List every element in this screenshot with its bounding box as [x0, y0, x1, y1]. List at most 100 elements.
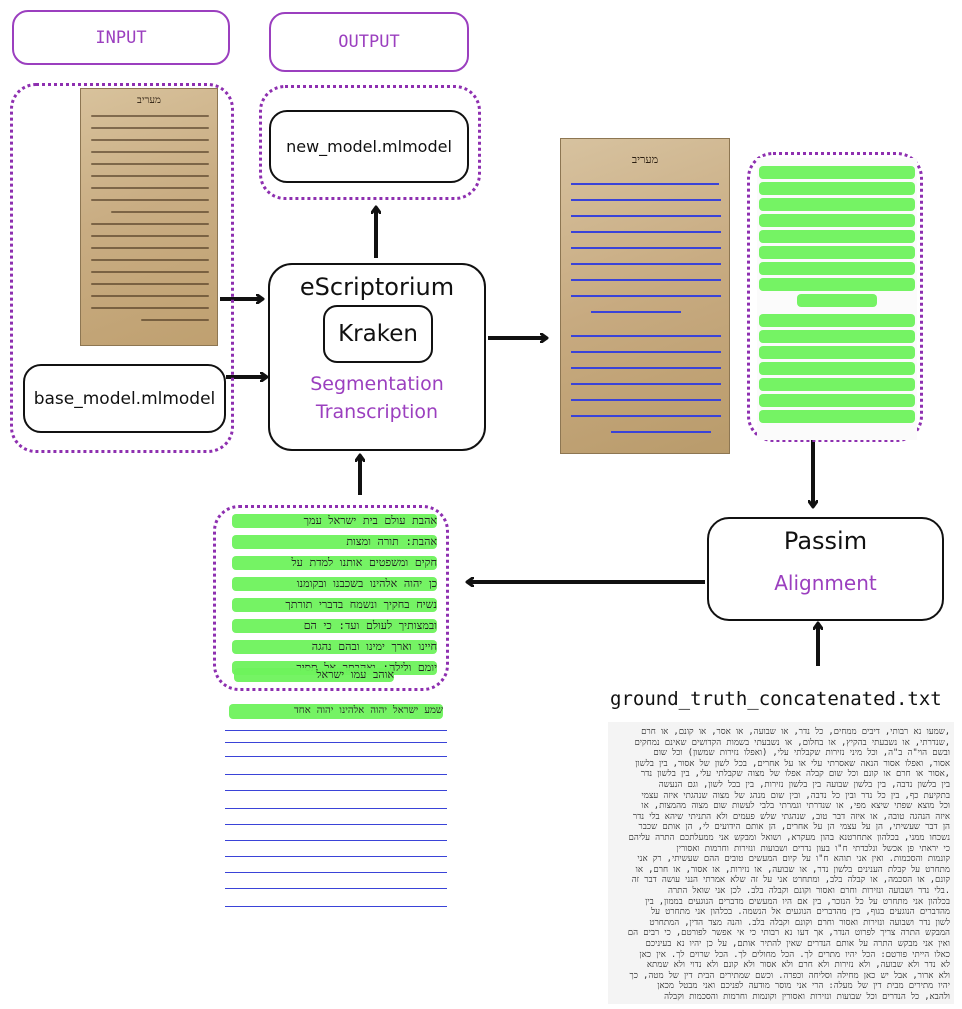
stack-line	[225, 790, 447, 791]
aligned-line	[759, 246, 915, 259]
base-model-label: base_model.mlmodel	[33, 388, 216, 409]
training-line	[232, 598, 437, 612]
ground-truth-line: כי יראתי פן אכשל ונלכדתי ח"ו בעון נדרים …	[676, 843, 951, 854]
baseline	[571, 279, 721, 281]
aligned-line	[759, 330, 915, 343]
stack-line	[225, 872, 447, 873]
ground-truth-line: הן דבר שעשיתי, הן על עצמי הן על אחרים, ה…	[638, 822, 950, 833]
segmented-page-header: מעריב	[631, 153, 659, 166]
training-line-text: אהבת: תורה ומצות	[346, 535, 437, 548]
stack-line	[225, 824, 447, 825]
input-page-line	[91, 259, 209, 261]
baseline	[571, 247, 721, 249]
ground-truth-line: איזה הנהגה טובה, או איזה דבר טוב, שנהגתי…	[632, 811, 950, 822]
stack-line	[225, 840, 447, 841]
kraken-label: Kraken	[338, 321, 418, 347]
training-line	[232, 577, 437, 591]
aligned-line	[759, 378, 915, 391]
stack-line	[225, 756, 447, 757]
aligned-line	[759, 230, 915, 243]
aligned-line	[759, 262, 915, 275]
ground-truth-line: בין בלשון נדבה, בין בלשון שבועה בין בלשו…	[658, 780, 950, 790]
baseline	[571, 215, 721, 217]
stack-line	[225, 742, 447, 743]
training-line	[232, 556, 437, 570]
input-page-line	[91, 163, 209, 165]
baseline	[571, 231, 721, 233]
aligned-line	[759, 214, 915, 227]
stack-line	[225, 808, 447, 809]
training-line	[232, 619, 437, 633]
stack-line	[225, 730, 447, 731]
baseline	[571, 335, 721, 337]
baseline	[571, 263, 721, 265]
ground-truth-line: בתקיעת כף, בין כל נדר ובין כל נדבה, ובין…	[641, 790, 950, 801]
training-line-text: חיינו וארך ימינו ובהם נהגה	[311, 640, 437, 653]
ground-truth-line: ,אסור או חרם או קונם וכל שום קבלה אפלו ש…	[640, 769, 950, 780]
transcription-label: Transcription	[315, 401, 439, 423]
aligned-page-image	[757, 158, 917, 440]
kraken-box: Kraken	[323, 305, 433, 363]
input-page-line	[91, 151, 209, 153]
alignment-label: Alignment	[774, 571, 877, 595]
segmentation-label: Segmentation	[310, 373, 444, 395]
training-line-text: אהבת עולם בית ישראל עמך	[303, 514, 437, 527]
aligned-line	[797, 294, 877, 307]
training-line	[232, 640, 437, 654]
input-page-header: מעריב	[137, 95, 161, 106]
ground-truth-line: בכלהון אני מתחרט על כל הנזכר, בין אם היו…	[645, 896, 950, 907]
baseline	[571, 415, 721, 417]
input-group	[10, 83, 234, 453]
stack-line	[225, 774, 447, 775]
aligned-line	[759, 198, 915, 211]
ground-truth-line: .בלי נדר ושבועה ונזירות וחרם ואסור וקונם…	[667, 886, 950, 896]
input-page-line	[111, 211, 209, 213]
stack-line	[225, 856, 447, 857]
ground-truth-line: מהדברים הנוגעים בגוף, בין מהדברים הנוגעי…	[651, 907, 950, 918]
input-page-line	[141, 319, 209, 321]
stack-line	[225, 888, 447, 889]
output-label-text: OUTPUT	[338, 32, 400, 52]
ground-truth-line: ובשם הוי"ה ב"ה, וכל מיני נזירות שקבלתי ע…	[653, 748, 950, 759]
ground-truth-line: יהיו מתירים מבית דין של מעלה: הרי אני מו…	[657, 981, 950, 992]
training-line	[234, 668, 394, 682]
escriptorium-title: eScriptorium	[299, 273, 455, 301]
training-line	[229, 704, 443, 719]
aligned-line	[759, 410, 915, 423]
ground-truth-line: אסור, ואפלו אסור הנאה שאסרתי עלי או על א…	[635, 758, 950, 769]
baseline	[571, 383, 721, 385]
input-page-line	[91, 175, 209, 177]
baseline	[571, 183, 719, 185]
passim-box: Passim Alignment	[707, 517, 944, 621]
input-page-line	[91, 247, 209, 249]
input-label: INPUT	[12, 10, 230, 65]
training-line-text: אוהב עמו ישראל	[316, 668, 394, 681]
training-group	[213, 505, 449, 691]
ground-truth-line: ולא ארור, אבל יש כאן מחילה וסליחה וכפרה.…	[629, 970, 950, 981]
ground-truth-line: לא נדר ולא שבועה, ולא נזירות ולא חרם ולא…	[646, 960, 950, 971]
ground-truth-line: המבקש התרה צריך לפרוט הנדר, אך דעו נא רב…	[627, 928, 950, 939]
output-group	[259, 85, 481, 200]
aligned-line	[759, 278, 915, 291]
aligned-line	[759, 362, 915, 375]
training-line-text: כן יהוה אלהינו בשכבנו ובקומנו	[296, 577, 437, 590]
input-page-line	[91, 187, 209, 189]
ground-truth-line: ,שנדרתי, או נשבעתי בהקיץ, או בחלום, או נ…	[634, 737, 950, 748]
training-text-lines: אהבת עולם בית ישראל עמך אהבת: תורה ומצות…	[228, 512, 442, 687]
baseline	[571, 399, 721, 401]
baseline	[571, 295, 721, 297]
input-page-line	[91, 283, 209, 285]
input-label-text: INPUT	[95, 27, 147, 48]
aligned-line	[759, 314, 915, 327]
stack-line	[225, 906, 447, 907]
ground-truth-line: כאלו הייתי פורטם: הכל יהיו מתרים לך. הכל…	[639, 949, 950, 960]
input-page-line	[91, 307, 209, 309]
ground-truth-line: נשכחו ממני, בכלהון אתחרטנא בהון מעקרא, ו…	[628, 833, 950, 843]
baseline	[611, 431, 711, 433]
ground-truth-line: לשון נדר ושבועה ונזירות ואסור וחרם וקונם…	[649, 917, 950, 928]
new-model-box: new_model.mlmodel	[269, 110, 469, 183]
baseline	[591, 311, 681, 313]
base-model-box: base_model.mlmodel	[23, 364, 226, 433]
aligned-line	[759, 346, 915, 359]
input-page-line	[91, 127, 209, 129]
